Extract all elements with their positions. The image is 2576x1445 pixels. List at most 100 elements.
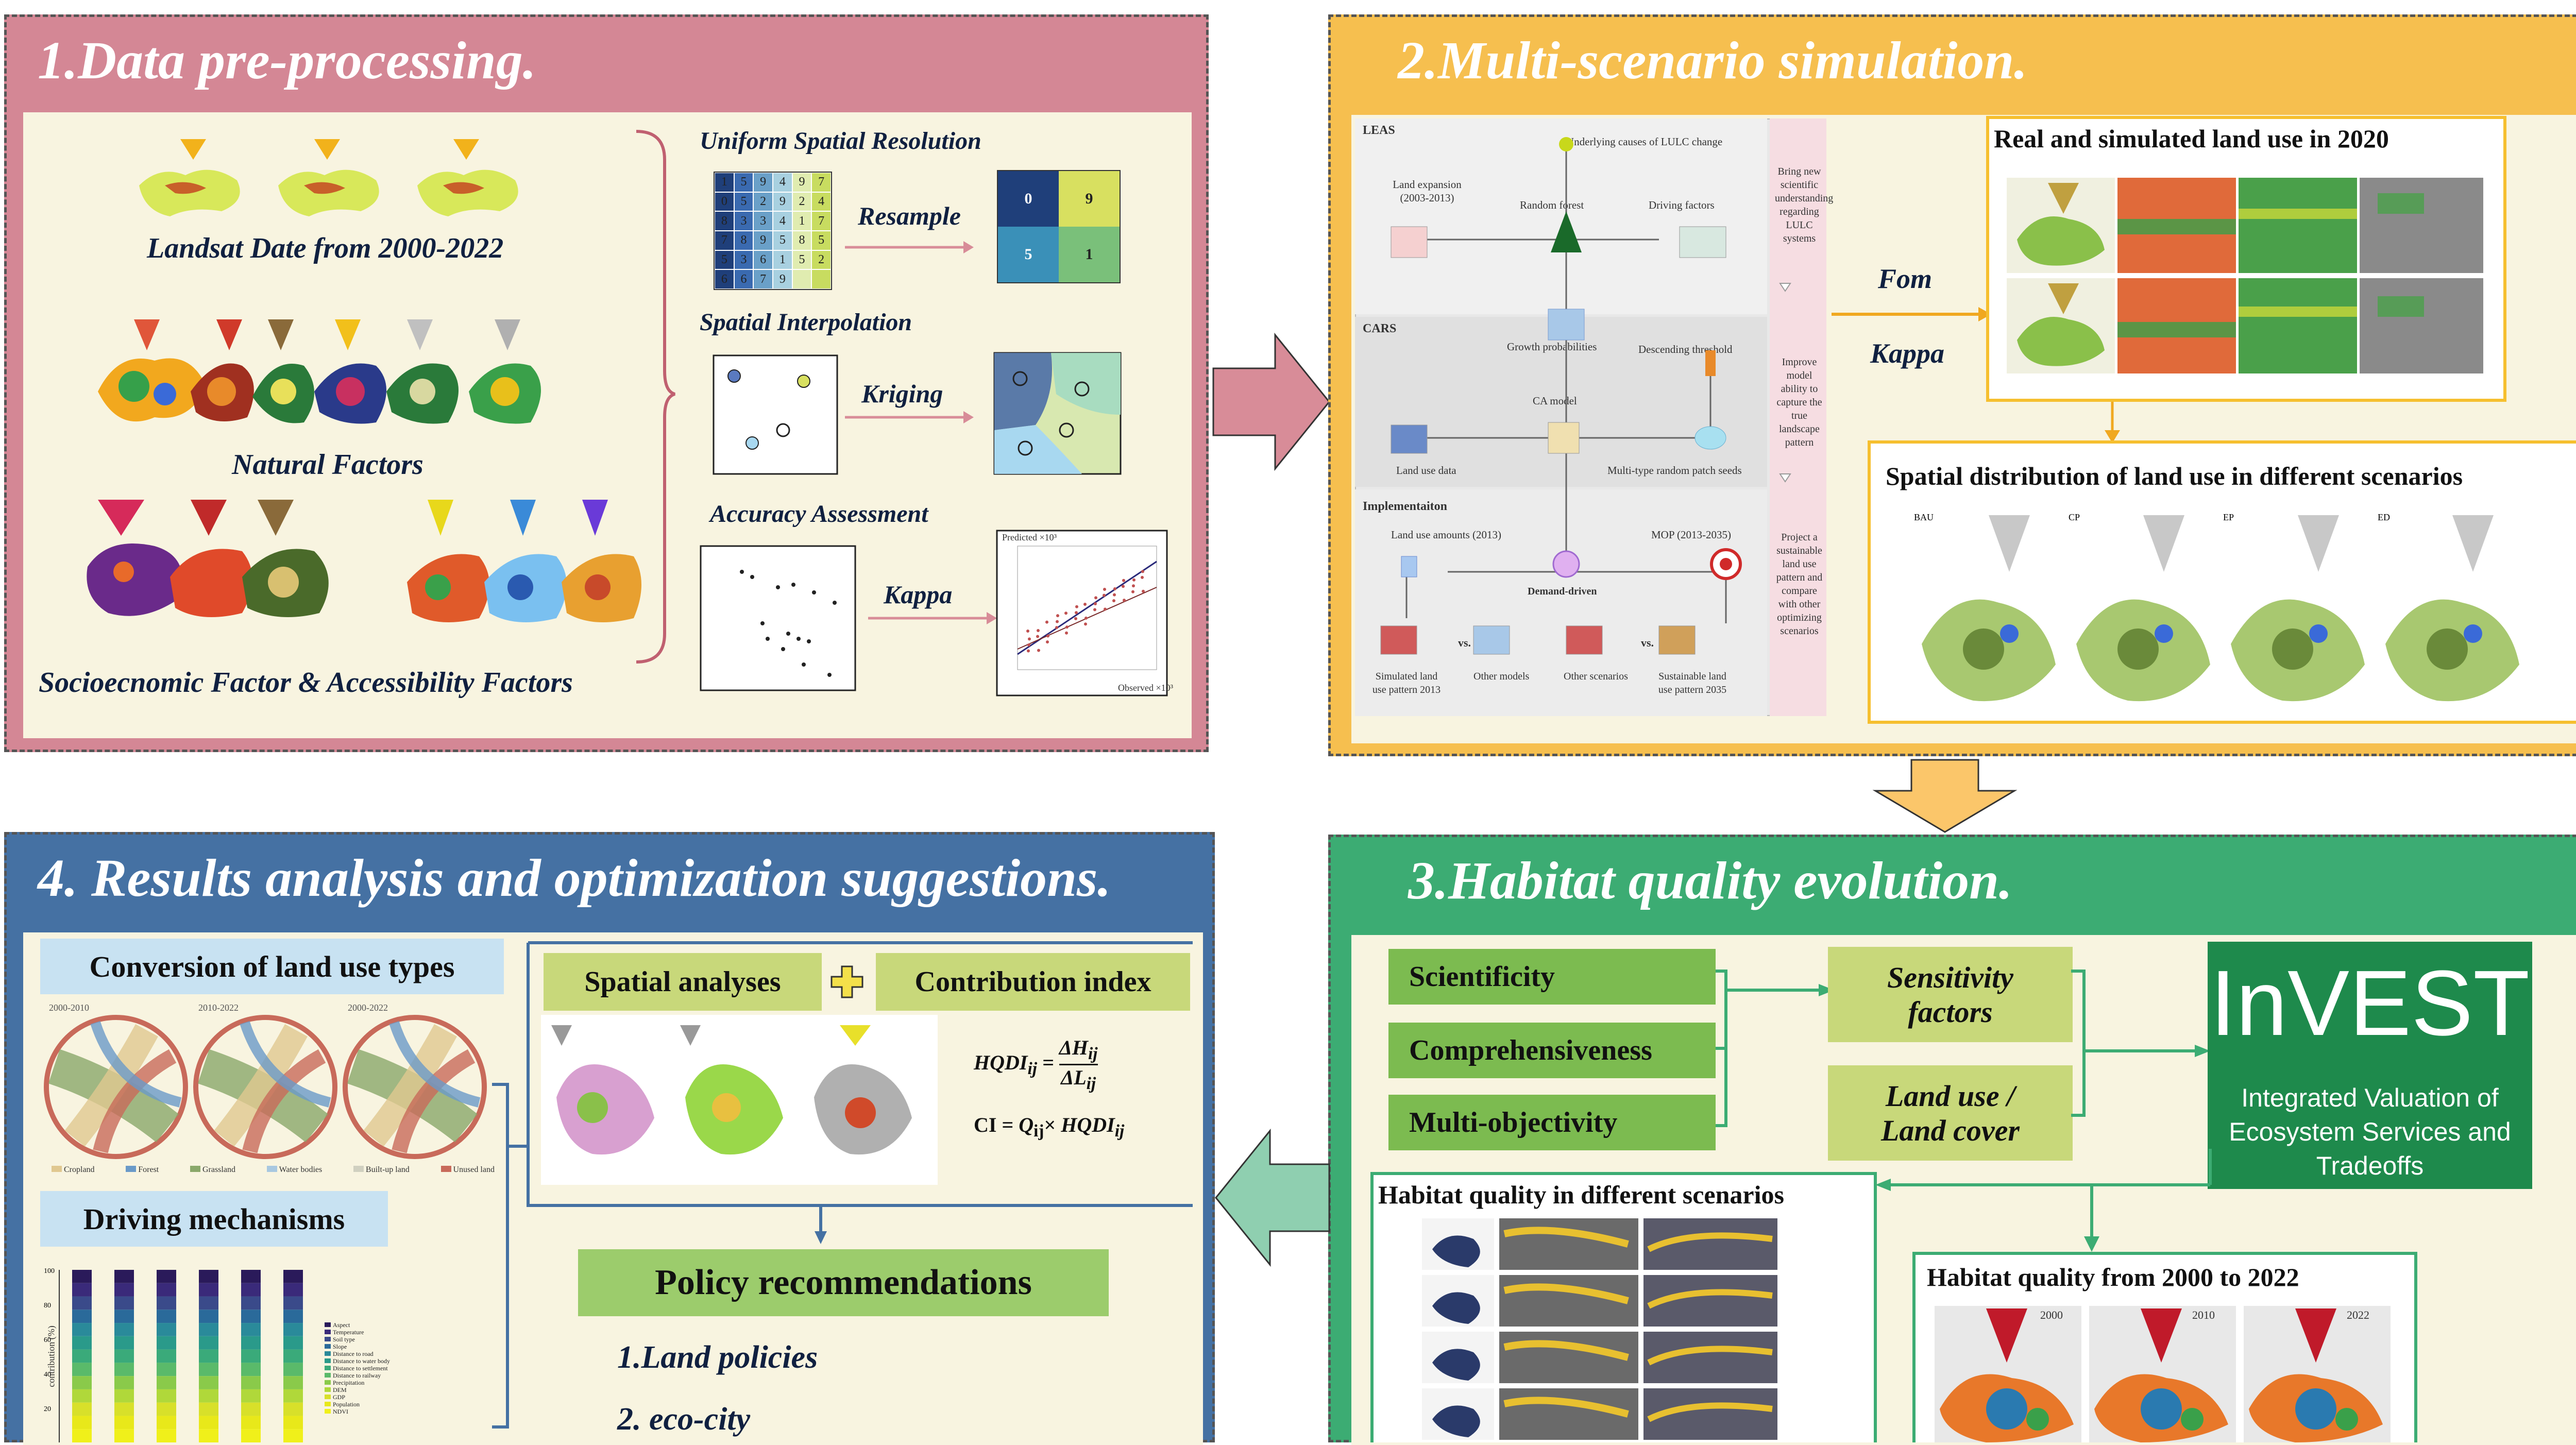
driver-bar-segment (114, 1296, 134, 1310)
interp-label: Spatial Interpolation (700, 309, 912, 336)
scatter-point (1103, 588, 1106, 591)
raster-cell: 4 (773, 173, 792, 192)
driver-bar-segment (72, 1402, 92, 1416)
driver-bar-segment (199, 1429, 218, 1442)
natural-factors-label: Natural Factors (232, 449, 423, 481)
scatter-point (1064, 611, 1067, 615)
driver-bar-segment (241, 1296, 261, 1310)
raster-cell: 9 (753, 173, 773, 192)
driver-bar-segment (157, 1429, 176, 1442)
driver-bar-segment (72, 1429, 92, 1442)
socioeconomic-maps (87, 500, 641, 622)
invest-to-time-arrow (2084, 1185, 2099, 1252)
raster-cell: 6 (734, 269, 754, 289)
scatter-point (1046, 640, 1049, 644)
p4-connector (492, 941, 1193, 1429)
resampled-grid: 0 9 5 1 (997, 170, 1121, 283)
raster-cell: 8 (792, 231, 812, 250)
demand-label: Demand-driven (1528, 586, 1597, 597)
raster-cell: 6 (753, 250, 773, 270)
driver-bar-segment (241, 1402, 261, 1416)
raster-cell: 3 (734, 211, 754, 231)
scatter-point (1074, 617, 1077, 620)
driver-bar-segment (72, 1376, 92, 1389)
raster-cell: 4 (773, 211, 792, 231)
interp-points-box (713, 354, 838, 475)
scatter-point (1056, 620, 1059, 623)
scenario-map: CP (2069, 512, 2210, 702)
driver-bar-segment (241, 1363, 261, 1376)
hq-scenario-row (1422, 1332, 1777, 1383)
driver-legend-item: Precipitation (325, 1379, 417, 1386)
driver-bar-segment (157, 1376, 176, 1389)
driver-legend-item: Distance to road (325, 1350, 417, 1357)
scatter-point (1045, 620, 1048, 624)
resampled-cell: 9 (1059, 171, 1120, 227)
scatter-point (1104, 607, 1107, 611)
arrow-p3-to-p4 (1215, 1128, 1330, 1267)
chord-legend-item: Built-up land (353, 1165, 410, 1181)
raster-cell: 9 (773, 269, 792, 289)
driver-bar-segment (114, 1376, 134, 1389)
natural-factor-maps (98, 319, 541, 424)
driver-bar-segment (72, 1283, 92, 1297)
driver-bar-segment (157, 1416, 176, 1430)
vs-label-2: vs. (1641, 636, 1654, 649)
raster-cell: 9 (773, 192, 792, 212)
raster-cell: 7 (715, 231, 734, 250)
driver-bar-segment (157, 1270, 176, 1283)
driver-bar-segment (72, 1323, 92, 1336)
driver-bar-segment (199, 1296, 218, 1310)
year-2010: 2010 (2192, 1308, 2215, 1321)
landsat-map-3 (417, 139, 518, 216)
driver-legend-item: Aspect (325, 1321, 417, 1329)
driver-bar-segment (283, 1429, 303, 1442)
scatter-point (1122, 579, 1125, 582)
fom-label: Fom (1878, 263, 1933, 294)
panel-4-title: 4. Results analysis and optimization sug… (38, 848, 1111, 908)
real-to-spatial-arrow (2105, 402, 2120, 443)
scenario-map: ED (2378, 512, 2519, 702)
driver-bar-segment (241, 1376, 261, 1389)
raster-cell: 8 (715, 211, 734, 231)
driver-bar-segment (114, 1349, 134, 1363)
driver-bar-segment (157, 1296, 176, 1310)
contrib-ylabel: contribution (%) (46, 1325, 57, 1387)
project-label: Project a sustainable land use pattern a… (1776, 532, 1823, 637)
invest-to-scenario-arrow (1875, 1149, 2212, 1191)
leas-label: LEAS (1363, 124, 1395, 137)
driver-bar-segment (241, 1323, 261, 1336)
raster-cell: 4 (811, 192, 831, 212)
driver-bar-segment (157, 1336, 176, 1350)
driver-bar-segment (283, 1270, 303, 1283)
contrib-ytick: 80 (44, 1302, 51, 1310)
resample-arrow (845, 241, 974, 253)
driver-bar-segment (199, 1363, 218, 1376)
scatter-point (1094, 602, 1097, 605)
raster-cell: 5 (792, 250, 812, 270)
driver-legend-item: NDVI (325, 1408, 417, 1415)
driver-bar-segment (241, 1270, 261, 1283)
driver-bar-segment (72, 1296, 92, 1310)
driver-bar-segment (199, 1323, 218, 1336)
driver-bar-segment (157, 1283, 176, 1297)
driver-bar-segment (199, 1310, 218, 1323)
scatter-point (1113, 587, 1116, 591)
impl-label: Implementaiton (1363, 500, 1447, 513)
scatter-point (1027, 649, 1030, 653)
scatter-point (1132, 578, 1136, 582)
driver-bar-segment (199, 1402, 218, 1416)
scatter-point (1113, 593, 1116, 597)
improve-label: Improve model ability to capture the tru… (1776, 356, 1822, 448)
scatter-point (1083, 602, 1087, 606)
driver-bar-segment (199, 1416, 218, 1430)
criteria-bracket (1716, 970, 1834, 1127)
kappa-arrow (868, 612, 997, 624)
driver-bar-segment (283, 1402, 303, 1416)
driver-bar-segment (72, 1270, 92, 1283)
arrow-p2-to-p3 (1872, 759, 2018, 833)
driver-bar-segment (114, 1323, 134, 1336)
hq-scenario-row (1422, 1388, 1777, 1440)
contrib-ytick: 40 (44, 1371, 51, 1379)
scatter-point (1142, 589, 1145, 593)
